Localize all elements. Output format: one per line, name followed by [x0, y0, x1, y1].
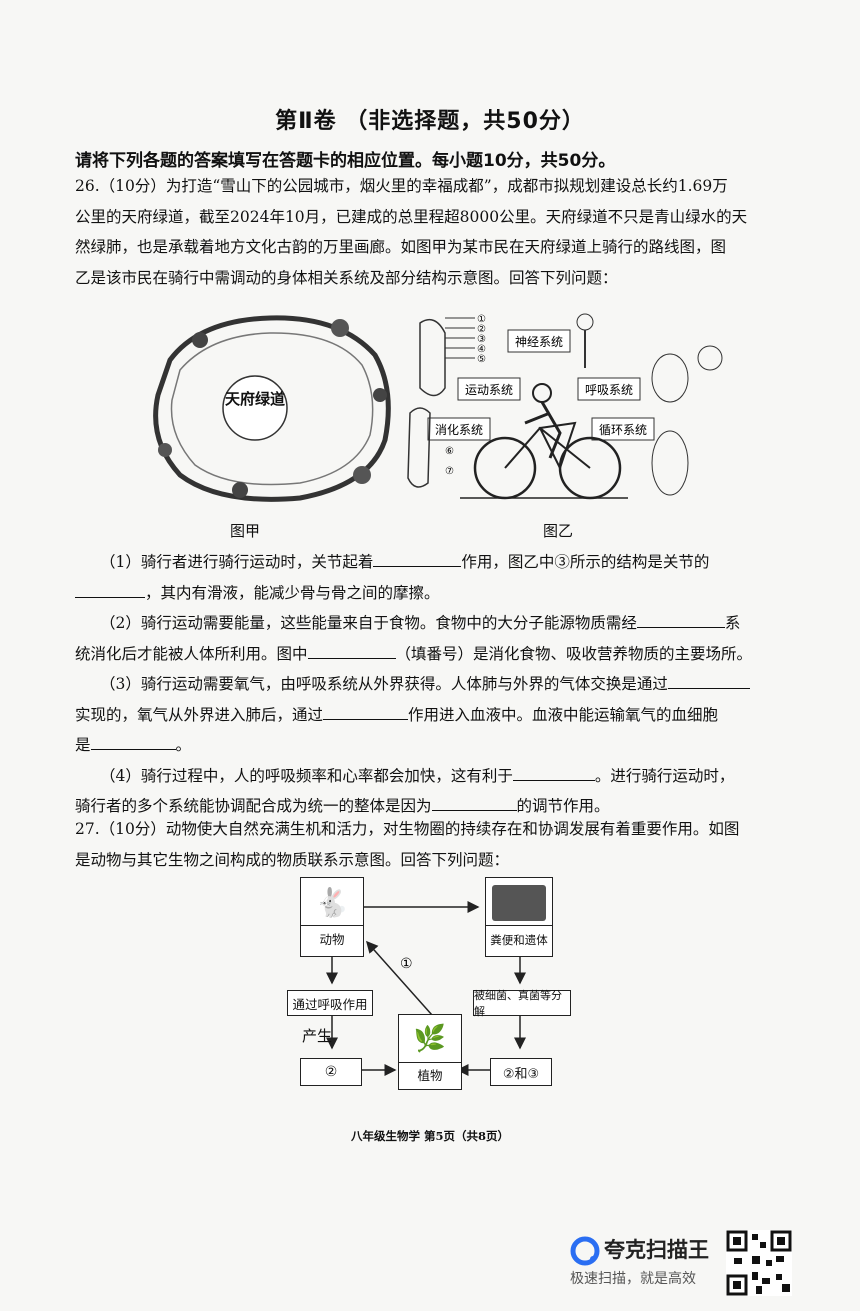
q26-line: 乙是该市民在骑行中需调动的身体相关系统及部分结构示意图。回答下列问题：: [75, 268, 618, 287]
q26-s1-line1: （1）骑行者进行骑行运动时，关节起着作用，图乙中③所示的结构是关节的: [100, 547, 800, 578]
scanner-branding: 夸克扫描王 极速扫描，就是高效: [568, 1232, 718, 1292]
digest-label: ⑦: [445, 466, 454, 477]
logo-circle: [222, 375, 288, 441]
feces-box: 粪便和遗体: [485, 877, 553, 957]
quark-logo-icon: [570, 1236, 600, 1266]
figure-a-label: 图甲: [230, 522, 261, 540]
answer-blank[interactable]: [667, 670, 750, 689]
q26-intro: 26.（10分）为打造“雪山下的公园城市，烟火里的幸福成都”，成都市拟规划建设总…: [75, 171, 795, 293]
node-2-box: ②: [300, 1058, 362, 1086]
joint-label: ⑤: [477, 354, 486, 365]
answer-blank[interactable]: [75, 579, 145, 598]
joint-label: ③: [477, 334, 486, 345]
section-title: 第Ⅱ卷 （非选择题，共50分）: [275, 109, 585, 134]
q27-intro: 27.（10分）动物使大自然充满生机和活力，对生物圈的持续存在和协调发展有着重要…: [75, 814, 795, 875]
nervous-system-label: 神经系统: [515, 335, 563, 349]
q26-line: 26.（10分）为打造“雪山下的公园城市，烟火里的幸福成都”，成都市拟规划建设总…: [75, 177, 728, 195]
q26-s2-line1: （2）骑行运动需要能量，这些能量来自于食物。食物中的大分子能源物质需经系: [100, 608, 800, 639]
answer-blank[interactable]: [636, 609, 725, 628]
circulation-icon: [651, 430, 689, 496]
answer-blank[interactable]: [512, 762, 595, 781]
node-23-box: ②和③: [490, 1058, 552, 1086]
respiration-box: 通过呼吸作用: [287, 990, 373, 1016]
answer-blank[interactable]: [431, 792, 517, 811]
page-footer: 八年级生物学 第5页（共8页）: [350, 1129, 509, 1143]
figure-b-diagram: ① ② ③ ④ ⑤ 神经系统 运动系统 呼吸系统 消化系统 循环系统 ⑥ ⑦: [407, 313, 723, 500]
q26-s3-line3: 是。: [75, 730, 800, 761]
answer-blank[interactable]: [373, 548, 462, 567]
feces-icon: [492, 884, 546, 921]
answer-blank[interactable]: [90, 731, 176, 750]
q26-s4-line1: （4）骑行过程中，人的呼吸频率和心率都会加快，这有利于。进行骑行运动时，: [100, 761, 800, 792]
instruction: 请将下列各题的答案填写在答题卡的相应位置。每小题10分，共50分。: [75, 151, 616, 171]
digest-label: ⑥: [445, 446, 454, 457]
figure-b-label: 图乙: [543, 522, 574, 540]
digestive-organ-icon: [407, 407, 431, 488]
answer-blank[interactable]: [307, 640, 396, 659]
q27-diagram-arrows: ①: [326, 901, 526, 1076]
q27-line: 27.（10分）动物使大自然充满生机和活力，对生物圈的持续存在和协调发展有着重要…: [75, 820, 740, 838]
greenway-ring: [153, 315, 391, 502]
figure-a-logo: 天府绿道: [225, 390, 285, 408]
figure-a-map: 天府绿道: [153, 315, 391, 502]
q27-line: 是动物与其它生物之间构成的物质联系示意图。回答下列问题：: [75, 850, 510, 869]
knee-joint-icon: [419, 318, 446, 397]
motor-system-label: 运动系统: [465, 383, 513, 397]
produce-label: 产生: [302, 1027, 333, 1045]
joint-label: ②: [477, 324, 486, 335]
arrow-1-label: ①: [400, 956, 413, 972]
animal-label: 动物: [301, 924, 363, 954]
q26-s4-line2: 骑行者的多个系统能协调配合成为统一的整体是因为的调节作用。: [75, 791, 800, 822]
brand-name: 夸克扫描王: [604, 1238, 709, 1262]
animal-box: 🐇 动物: [300, 877, 364, 957]
joint-label: ④: [477, 344, 486, 355]
q26-s2-line2: 统消化后才能被人体所利用。图中（填番号）是消化食物、吸收营养物质的主要场所。: [75, 639, 800, 670]
alveoli-icon: [697, 345, 723, 371]
respiratory-system-label: 呼吸系统: [585, 383, 633, 397]
lungs-icon: [651, 353, 689, 403]
joint-label: ①: [477, 314, 486, 325]
q26-s1-line2: ，其内有滑液，能减少骨与骨之间的摩擦。: [75, 578, 800, 609]
answer-blank[interactable]: [323, 701, 409, 720]
plant-icon: 🌿: [413, 1023, 447, 1054]
plant-label: 植物: [399, 1061, 461, 1089]
digestive-system-label: 消化系统: [435, 423, 483, 437]
cyclist-icon: [532, 383, 552, 403]
qr-code-icon[interactable]: [726, 1230, 792, 1296]
plant-box: 🌿 植物: [398, 1014, 462, 1090]
q26-line: 公里的天府绿道，截至2024年10月，已建成的总里程超8000公里。天府绿道不只…: [75, 207, 748, 226]
rabbit-icon: 🐇: [314, 885, 350, 919]
q26-s3-line1: （3）骑行运动需要氧气，由呼吸系统从外界获得。人体肺与外界的气体交换是通过: [100, 669, 800, 700]
brand-slogan: 极速扫描，就是高效: [570, 1271, 696, 1287]
q26-s3-line2: 实现的，氧气从外界进入肺后，通过作用进入血液中。血液中能运输氧气的血细胞: [75, 700, 800, 731]
q26-subquestions: （1）骑行者进行骑行运动时，关节起着作用，图乙中③所示的结构是关节的 ，其内有滑…: [75, 547, 800, 822]
circulatory-system-label: 循环系统: [599, 423, 647, 437]
feces-label: 粪便和遗体: [486, 924, 552, 954]
q26-line: 然绿肺，也是承载着地方文化古韵的万里画廊。如图甲为某市民在天府绿道上骑行的路线图…: [75, 238, 727, 256]
human-figure-icon: [576, 313, 594, 331]
decompose-box: 被细菌、真菌等分解: [473, 989, 571, 1018]
